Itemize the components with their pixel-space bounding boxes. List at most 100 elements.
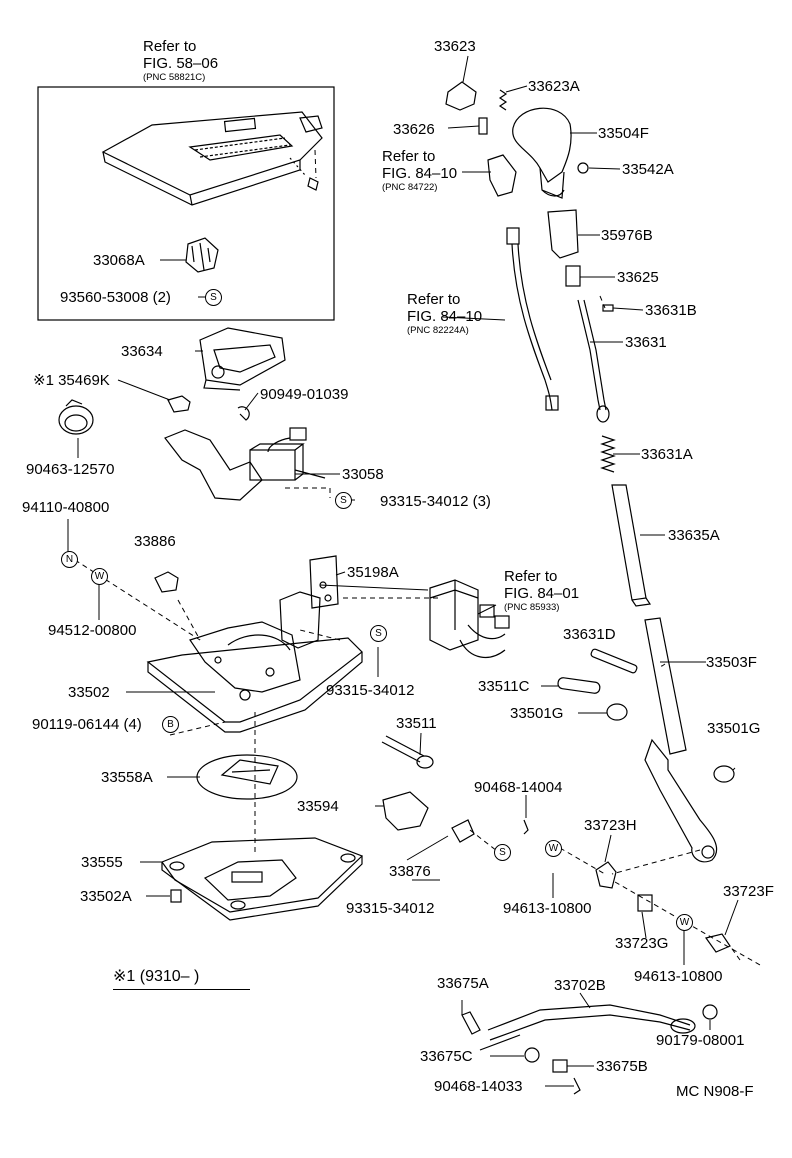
symbol-w-circle: W: [676, 914, 693, 931]
part-label: 35198A: [347, 564, 399, 581]
part-35469K-drawing: [167, 395, 191, 413]
part-label: 33542A: [622, 161, 674, 178]
reference-note-58-06: Refer to FIG. 58–06 (PNC 58821C): [143, 38, 218, 83]
ref-line1: Refer to: [382, 148, 436, 165]
part-33675B-drawing: [552, 1059, 568, 1073]
part-33511C-drawing: [557, 677, 601, 694]
part-label: 35976B: [601, 227, 653, 244]
part-33635A-drawing: [611, 484, 652, 607]
reference-note-84-01: Refer to FIG. 84–01 (PNC 85933): [504, 568, 579, 613]
part-label: 94110-40800: [22, 499, 110, 516]
part-label: 33501G: [707, 720, 761, 737]
part-label: 33723G: [615, 935, 669, 952]
ref-line3: (PNC 82224A): [407, 325, 469, 336]
symbol-s-circle: S: [205, 289, 222, 306]
part-90463-drawing: [58, 399, 94, 435]
ref-line3: (PNC 85933): [504, 602, 560, 613]
part-33502A-drawing: [170, 889, 182, 903]
inset-box: [37, 86, 335, 321]
part-label: 33068A: [93, 252, 145, 269]
footnote-label: ※1 (9310– ): [113, 968, 200, 985]
part-label: 93315-34012: [346, 900, 435, 917]
part-label: 33511: [396, 715, 437, 732]
part-label: 33675C: [420, 1048, 473, 1065]
symbol-w-circle: W: [545, 840, 562, 857]
part-label: 33675A: [437, 975, 489, 992]
symbol-w-circle: W: [91, 568, 108, 585]
part-33723F-drawing: [704, 933, 731, 953]
part-33058-drawing: [164, 427, 326, 501]
part-label: 94512-00800: [48, 622, 137, 639]
part-label: 93315-34012 (3): [380, 493, 491, 510]
symbol-b-circle: B: [162, 716, 179, 733]
part-33511-drawing: [381, 735, 434, 769]
part-label: 33675B: [596, 1058, 648, 1075]
part-label: 33631: [625, 334, 667, 351]
part-33501G-drawing-2: [713, 765, 735, 783]
part-label: 33626: [393, 121, 435, 138]
part-33542A-drawing: [577, 162, 589, 174]
part-33501G-drawing: [606, 703, 628, 721]
part-label: 33876: [389, 863, 431, 880]
part-label: 33723F: [723, 883, 774, 900]
part-33502-drawing: [146, 555, 363, 733]
part-33625-drawing: [565, 265, 581, 287]
part-33886-drawing: [154, 571, 179, 593]
indicator-unit-drawing: [429, 579, 510, 658]
console-panel-drawing: [101, 111, 323, 206]
part-33723H-drawing: [595, 861, 617, 889]
part-label: 93560-53008 (2): [60, 289, 171, 306]
part-label: 33623: [434, 38, 476, 55]
part-label: 90179-08001: [656, 1032, 745, 1049]
ref-line2: FIG. 58–06: [143, 55, 219, 72]
part-label: 33702B: [554, 977, 606, 994]
part-label: 90468-14004: [474, 779, 563, 796]
part-33631D-drawing: [590, 648, 638, 674]
dashed-lines: [74, 149, 761, 966]
part-label: 93315-34012: [326, 682, 415, 699]
part-90468-14033-drawing: [573, 1077, 581, 1095]
part-label: 33625: [617, 269, 659, 286]
symbol-s-circle: S: [370, 625, 387, 642]
part-label: 33634: [121, 343, 163, 360]
part-label: 90463-12570: [26, 461, 115, 478]
ref-line2: FIG. 84–10: [407, 308, 483, 325]
part-label: 33635A: [668, 527, 720, 544]
part-label: 33555: [81, 854, 123, 871]
part-35976B-drawing: [547, 209, 579, 259]
part-33876-drawing: [451, 819, 475, 843]
ref-line3: (PNC 84722): [382, 182, 438, 193]
ref-line3: (PNC 58821C): [143, 72, 206, 83]
part-label: 33594: [297, 798, 339, 815]
part-33631A-drawing: [600, 435, 616, 473]
part-label: 33623A: [528, 78, 580, 95]
part-33503F-drawing: [644, 617, 718, 863]
ref-line1: Refer to: [504, 568, 558, 585]
part-label: 33502: [68, 684, 110, 701]
part-label: 33501G: [510, 705, 564, 722]
part-33702B-drawing: [479, 1004, 696, 1051]
part-label: 33503F: [706, 654, 757, 671]
part-33623-drawing: [445, 81, 477, 111]
footnote-underline: [113, 989, 250, 990]
part-90468-14004-drawing: [523, 819, 529, 835]
part-90949-drawing: [237, 406, 250, 421]
part-label: 33511C: [478, 678, 530, 695]
part-label: 33631A: [641, 446, 693, 463]
cable-drawing: [506, 227, 559, 411]
symbol-s-circle: S: [335, 492, 352, 509]
part-33623A-drawing: [498, 89, 508, 111]
reference-note-84-10-a: Refer to FIG. 84–10 (PNC 84722): [382, 148, 457, 193]
part-label: 33502A: [80, 888, 132, 905]
part-33594-drawing: [382, 791, 429, 831]
part-label: 33886: [134, 533, 176, 550]
part-33504F-drawing: [512, 107, 572, 199]
part-label: 90468-14033: [434, 1078, 523, 1095]
ref-line2: FIG. 84–01: [504, 585, 580, 602]
part-label: 33631B: [645, 302, 697, 319]
figure-code: MC N908-F: [676, 1083, 754, 1100]
part-33626-drawing: [478, 117, 488, 135]
part-label: 33558A: [101, 769, 153, 786]
part-label: 90119-06144 (4): [32, 716, 142, 733]
